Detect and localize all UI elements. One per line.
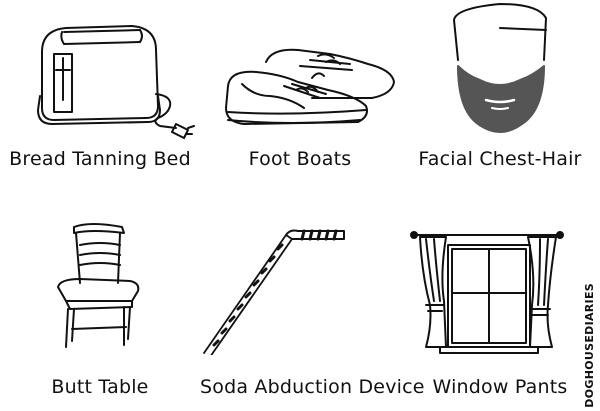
caption-facial-chest-hair: Facial Chest-Hair	[418, 148, 582, 170]
shoes-illustration	[200, 0, 400, 150]
beard-illustration	[400, 0, 600, 150]
credit-text: DOGHOUSEDIARIES	[583, 283, 596, 408]
panel-straw: Soda Abduction Device	[200, 205, 425, 410]
chair-illustration	[0, 205, 200, 355]
panel-shoes: Foot Boats	[200, 0, 400, 205]
panel-beard: Facial Chest-Hair	[400, 0, 600, 205]
panel-chair: Butt Table	[0, 205, 200, 410]
caption-foot-boats: Foot Boats	[248, 148, 352, 170]
panel-window: Window Pants	[400, 205, 600, 410]
toaster-illustration	[0, 0, 200, 150]
caption-window-pants: Window Pants	[432, 376, 568, 398]
caption-butt-table: Butt Table	[51, 376, 149, 398]
window-illustration	[400, 205, 600, 355]
caption-soda-abduction-device: Soda Abduction Device	[200, 376, 425, 398]
straw-illustration	[200, 205, 400, 355]
caption-bread-tanning-bed: Bread Tanning Bed	[9, 148, 191, 170]
panel-toaster: Bread Tanning Bed	[0, 0, 200, 205]
